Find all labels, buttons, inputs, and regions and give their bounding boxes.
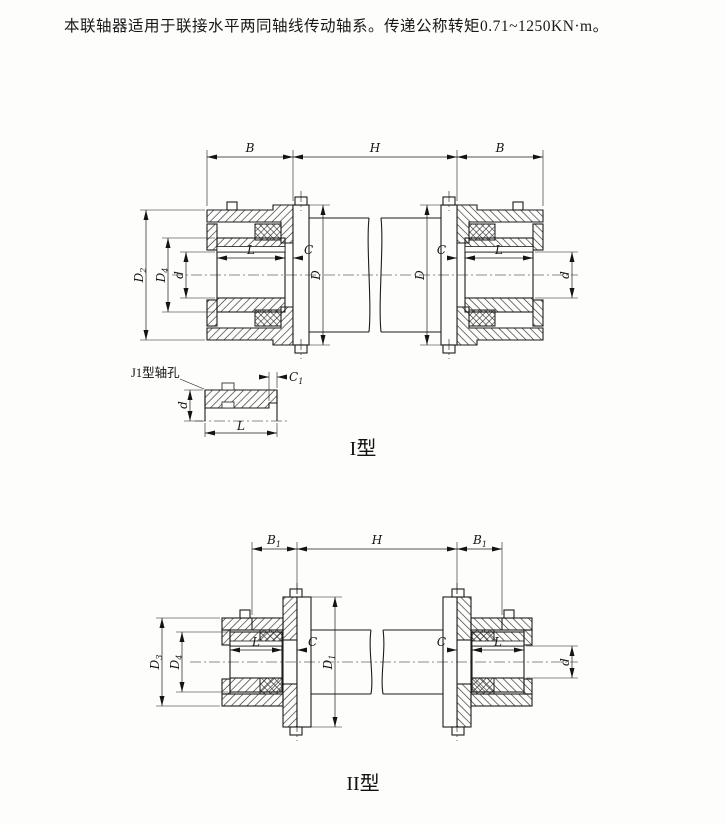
bolt-nut <box>289 726 303 736</box>
dim-label-H: H <box>371 533 383 547</box>
dim-label-H: H <box>369 141 381 155</box>
fig2-caption: II型 <box>346 772 379 795</box>
dim-label-C-right: C <box>437 243 446 257</box>
dim-label-d-right: d <box>558 658 572 666</box>
end-seal <box>206 223 218 251</box>
break-line <box>369 629 373 695</box>
fig2-top-dimensions: B1 H B1 <box>251 533 503 615</box>
dim-label-L-right: L <box>494 243 503 257</box>
dim-label-D1: D1 <box>321 655 337 671</box>
fig2-left-dimensions: D3 D4 <box>148 617 228 707</box>
dim-label-C-left: C <box>308 635 317 649</box>
dim-label-D4: D4 <box>168 655 184 671</box>
detail-dim-label-C1: C1 <box>289 370 303 386</box>
dim-label-L-right: L <box>493 635 502 649</box>
dim-label-B1-left: B1 <box>266 533 281 549</box>
description-text: 本联轴器适用于联接水平两同轴线传动轴系。传递公称转矩0.71~1250KN·m。 <box>64 18 609 35</box>
dim-label-d-left: d <box>172 271 186 279</box>
fig1-inner-dimensions: L C D D C L d <box>217 204 578 346</box>
keyway <box>216 246 286 253</box>
end-seal <box>221 629 231 646</box>
fig2-coupling-drawing: B1 H B1 D3 D4 L C <box>148 533 578 795</box>
lube-plug <box>239 609 251 619</box>
dim-label-d-right: d <box>558 271 572 279</box>
dim-label-D2: D2 <box>132 268 148 284</box>
fig1-caption: I型 <box>350 437 377 460</box>
fig1-coupling-drawing: B H B D2 D4 d L <box>131 141 578 460</box>
detail-label-J1: J1型轴孔 <box>131 365 180 380</box>
detail-dim-label-L: L <box>236 419 245 433</box>
fig1-bore-detail: J1型轴孔 C1 L d <box>131 365 303 437</box>
sleeve-flange <box>282 596 298 641</box>
dim-label-L-left: L <box>246 243 255 257</box>
lube-plug <box>226 201 238 211</box>
dim-label-B1-right: B1 <box>472 533 487 549</box>
dim-label-C-left: C <box>304 243 313 257</box>
fig1-left-dimensions: D2 D4 d <box>132 209 215 341</box>
fig2-inner-dimensions: L C D1 C L d <box>230 596 578 728</box>
detail-keyway-boss <box>221 382 235 391</box>
dim-label-D4: D4 <box>154 268 170 284</box>
fig1-left-half <box>206 191 371 359</box>
detail-keyway-slot <box>221 401 235 409</box>
dim-label-D-left: D <box>309 270 323 281</box>
dim-label-C-right: C <box>437 635 446 649</box>
dim-label-L-left: L <box>251 635 260 649</box>
dim-label-D3: D3 <box>148 655 164 671</box>
dim-label-B-right: B <box>495 141 505 155</box>
dim-label-D-right: D <box>413 270 427 281</box>
dim-label-B-left: B <box>245 141 255 155</box>
detail-dim-label-d: d <box>176 401 190 409</box>
fig1-top-dimensions: B H B <box>206 141 544 206</box>
bolt-head <box>289 588 303 598</box>
break-line <box>367 217 371 333</box>
